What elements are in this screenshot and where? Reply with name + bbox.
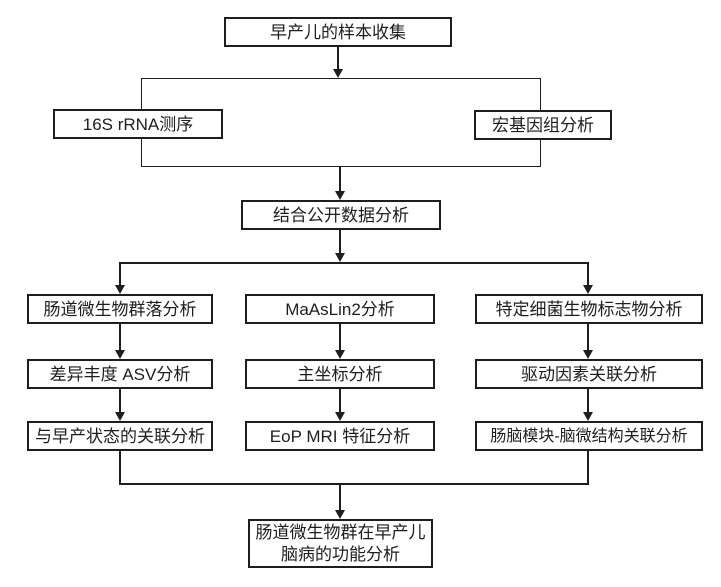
- node-pcoa-analysis: 主坐标分析: [245, 359, 435, 389]
- arrow-line-combine-to-split: [339, 230, 341, 253]
- node-public-data-analysis: 结合公开数据分析: [241, 200, 441, 230]
- arrow-line-left-1: [119, 324, 121, 350]
- final-node-line2: 脑病的功能分析: [281, 544, 400, 564]
- node-gut-brain-module-microstructure-analysis: 肠脑模块-脑微结构关联分析: [475, 421, 703, 451]
- node-specific-bacterial-biomarker-analysis: 特定细菌生物标志物分析: [475, 294, 703, 324]
- arrowhead-top-to-branch: [333, 69, 343, 78]
- final-node-line1: 肠道微生物群在早产儿: [255, 522, 426, 542]
- node-eop-mri-feature-analysis: EoP MRI 特征分析: [245, 421, 435, 451]
- arrowhead-left-2: [115, 412, 125, 421]
- arrowhead-branch-to-combine: [335, 191, 345, 200]
- arrow-line-split-right: [587, 264, 589, 285]
- arrowhead-combine-to-split: [335, 253, 345, 262]
- arrowhead-middle-2: [335, 412, 345, 421]
- arrow-line-middle-2: [339, 389, 341, 412]
- arrow-line-right-2: [587, 389, 589, 412]
- arrowhead-merge-to-final: [335, 510, 345, 519]
- arrowhead-middle-1: [335, 350, 345, 359]
- arrow-line-branch-to-combine: [339, 167, 341, 191]
- merge-line-right: [587, 451, 589, 484]
- arrow-line-merge-to-final: [339, 485, 341, 510]
- arrowhead-right-1: [583, 350, 593, 359]
- arrowhead-split-left: [115, 285, 125, 294]
- node-functional-analysis-final: 肠道微生物群在早产儿 脑病的功能分析: [248, 519, 433, 568]
- node-differential-abundance-asv-analysis: 差异丰度 ASV分析: [27, 359, 213, 389]
- split-line: [119, 262, 589, 264]
- arrowhead-split-right: [583, 285, 593, 294]
- merge-line-horizontal: [119, 483, 589, 485]
- merge-line-left: [119, 451, 121, 484]
- node-driver-factor-association-analysis: 驱动因素关联分析: [475, 359, 703, 389]
- arrow-line-middle-1: [339, 324, 341, 350]
- arrowhead-left-1: [115, 350, 125, 359]
- node-metagenomic-analysis: 宏基因组分析: [474, 110, 612, 140]
- arrow-line-split-left: [119, 264, 121, 285]
- node-sample-collection: 早产儿的样本收集: [224, 17, 452, 47]
- node-16s-rrna-sequencing: 16S rRNA测序: [53, 109, 223, 139]
- node-gut-microbiota-community-analysis: 肠道微生物群落分析: [27, 294, 213, 324]
- node-maaslin2-analysis: MaAsLin2分析: [245, 294, 435, 324]
- arrow-line-top-to-branch: [337, 47, 339, 69]
- arrowhead-right-2: [583, 412, 593, 421]
- arrow-line-left-2: [119, 389, 121, 412]
- arrow-line-right-1: [587, 324, 589, 350]
- node-preterm-status-association-analysis: 与早产状态的关联分析: [27, 421, 213, 451]
